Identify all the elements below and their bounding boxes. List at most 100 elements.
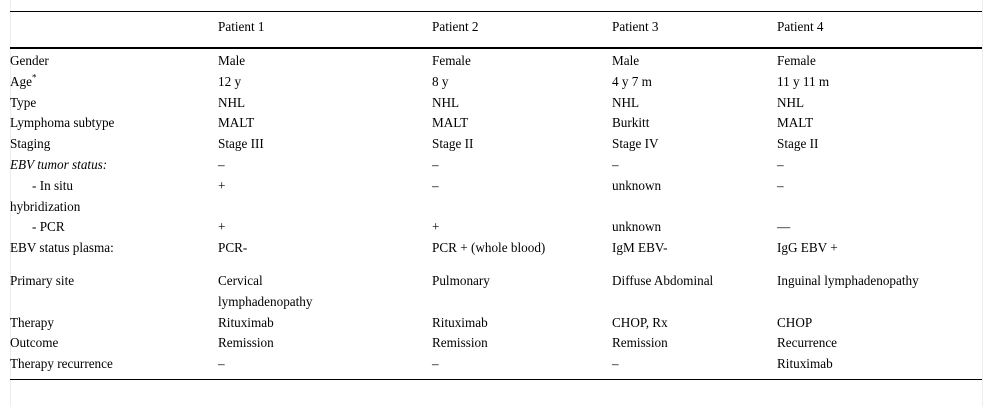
cell-gender-patient-2: Female: [432, 53, 471, 68]
cell-ebv-plasma-patient-1-text: PCR-: [218, 240, 248, 256]
spacer-cell-label: [10, 259, 218, 271]
cell-in-situ-patient-2: –: [432, 177, 439, 193]
row-label-type: Type: [10, 94, 37, 110]
row-label-therapy: Therapy: [10, 314, 54, 330]
cell-primary-site-patient-3: Diffuse Abdominal: [612, 272, 714, 288]
row-label-age: Age*: [10, 72, 218, 93]
cell-therapy-recurrence-patient-2: –: [432, 354, 612, 380]
row-label-lymphoma-subtype: Lymphoma subtype: [10, 115, 115, 131]
cell-pcr-patient-3: unknown: [612, 219, 662, 235]
cell-therapy-patient-4: CHOP: [777, 314, 813, 330]
cell-therapy-recurrence-patient-4: Rituximab: [777, 354, 982, 380]
cell-ebv-tumor-status-patient-2: –: [432, 156, 439, 172]
cell-subtype-patient-4: MALT: [777, 115, 814, 131]
cell-age-patient-2: 8 y: [432, 73, 449, 89]
spacer-cell-patient-4: [777, 259, 982, 271]
page-frame-left-line: [10, 0, 11, 407]
table-row-pcr: - PCR + + unknown —: [10, 217, 982, 238]
spacer-cell-patient-2: [432, 259, 612, 271]
cell-primary-site-patient-2: Pulmonary: [432, 272, 490, 288]
cell-in-situ-patient-4: –: [777, 177, 784, 193]
row-label-staging: Staging: [10, 136, 51, 152]
cell-pcr-patient-4: —: [777, 219, 791, 235]
row-label-in-situ-hybridization-text: - In situ hybridization: [10, 177, 81, 214]
cell-staging-patient-3: Stage IV: [612, 136, 659, 152]
cell-ebv-plasma-patient-1: PCR-: [218, 238, 432, 259]
cell-age-patient-1: 12 y: [218, 73, 242, 89]
row-label-ebv-status-plasma: EBV status plasma:: [10, 240, 114, 256]
column-header-patient-1: Patient 1: [218, 11, 432, 49]
cell-staging-patient-4: Stage II: [777, 136, 819, 152]
cell-primary-site-patient-1-text: Cervical lymphadenopathy: [218, 272, 313, 309]
age-footnote-marker: *: [31, 72, 37, 83]
spacer-cell-patient-3: [612, 259, 777, 271]
cell-type-patient-3: NHL: [612, 94, 640, 110]
cell-in-situ-patient-1: +: [218, 177, 226, 193]
table-row-type: Type NHL NHL NHL NHL: [10, 93, 982, 114]
table-row-in-situ-hybridization: - In situ hybridization + – unknown –: [10, 176, 982, 218]
row-label-pcr: - PCR: [10, 217, 218, 238]
row-label-outcome: Outcome: [10, 335, 59, 351]
cell-subtype-patient-1: MALT: [218, 115, 255, 131]
row-label-primary-site: Primary site: [10, 272, 75, 288]
cell-gender-patient-3: Male: [612, 53, 640, 68]
cell-primary-site-patient-4: Inguinal lymphadenopathy: [777, 272, 919, 288]
cell-age-patient-3: 4 y 7 m: [612, 73, 652, 89]
table-row-gender: Gender Male Female Male Female: [10, 48, 982, 72]
cell-staging-patient-2: Stage II: [432, 136, 474, 152]
cell-ebv-plasma-patient-2-text: PCR + (whole blood): [432, 240, 546, 256]
page-frame-right-line: [982, 0, 983, 407]
cell-ebv-tumor-status-patient-1: –: [218, 156, 225, 172]
cell-age-patient-4: 11 y 11 m: [777, 73, 830, 89]
table-row-therapy: Therapy Rituximab Rituximab CHOP, Rx CHO…: [10, 313, 982, 334]
row-label-therapy-recurrence: Therapy recurrence: [10, 354, 218, 380]
table-body: Gender Male Female Male Female Age* 12 y…: [10, 48, 982, 380]
cell-pcr-patient-2: +: [432, 219, 440, 235]
table-header: Patient 1 Patient 2 Patient 3 Patient 4: [10, 11, 982, 49]
cell-ebv-plasma-patient-4: IgG EBV +: [777, 240, 838, 256]
column-header-patient-3: Patient 3: [612, 11, 777, 49]
column-header-patient-4: Patient 4: [777, 11, 982, 49]
row-label-age-text: Age: [10, 73, 32, 89]
cell-gender-patient-1: Male: [218, 53, 246, 68]
cell-outcome-patient-3: Remission: [612, 335, 668, 351]
cell-ebv-plasma-patient-2: PCR + (whole blood): [432, 238, 612, 259]
table-row-outcome: Outcome Remission Remission Remission Re…: [10, 333, 982, 354]
cell-ebv-tumor-status-patient-3: –: [612, 156, 619, 172]
row-label-in-situ-hybridization: - In situ hybridization: [10, 176, 218, 218]
cell-outcome-patient-4: Recurrence: [777, 335, 838, 351]
table-header-row: Patient 1 Patient 2 Patient 3 Patient 4: [10, 11, 982, 49]
row-label-ebv-tumor-status: EBV tumor status:: [10, 156, 108, 172]
cell-therapy-recurrence-patient-1: –: [218, 354, 432, 380]
patient-characteristics-table: Patient 1 Patient 2 Patient 3 Patient 4 …: [10, 11, 982, 380]
cell-outcome-patient-2: Remission: [432, 335, 488, 351]
cell-subtype-patient-3: Burkitt: [612, 115, 650, 131]
cell-therapy-patient-1: Rituximab: [218, 314, 274, 330]
cell-staging-patient-1: Stage III: [218, 136, 264, 152]
patient-characteristics-table-wrapper: Patient 1 Patient 2 Patient 3 Patient 4 …: [10, 11, 982, 380]
cell-outcome-patient-1: Remission: [218, 335, 274, 351]
table-row-primary-site: Primary site Cervical lymphadenopathy Pu…: [10, 271, 982, 313]
cell-ebv-plasma-patient-3: IgM EBV-: [612, 240, 668, 256]
cell-type-patient-1: NHL: [218, 94, 246, 110]
cell-subtype-patient-2: MALT: [432, 115, 469, 131]
row-label-gender: Gender: [10, 53, 49, 68]
row-label-pcr-text: - PCR: [32, 219, 65, 235]
table-row-age: Age* 12 y 8 y 4 y 7 m 11 y 11 m: [10, 72, 982, 93]
table-row-lymphoma-subtype: Lymphoma subtype MALT MALT Burkitt MALT: [10, 113, 982, 134]
column-header-patient-2: Patient 2: [432, 11, 612, 49]
cell-in-situ-patient-3: unknown: [612, 177, 662, 193]
table-row-ebv-tumor-status: EBV tumor status: – – – –: [10, 155, 982, 176]
cell-gender-patient-4: Female: [777, 53, 816, 68]
cell-therapy-patient-3: CHOP, Rx: [612, 314, 668, 330]
cell-type-patient-4: NHL: [777, 94, 805, 110]
cell-pcr-patient-1: +: [218, 219, 226, 235]
cell-type-patient-2: NHL: [432, 94, 460, 110]
table-row-staging: Staging Stage III Stage II Stage IV Stag…: [10, 134, 982, 155]
cell-therapy-recurrence-patient-3: –: [612, 354, 777, 380]
table-spacer-row: [10, 259, 982, 271]
cell-primary-site-patient-1: Cervical lymphadenopathy: [218, 271, 432, 313]
spacer-cell-patient-1: [218, 259, 432, 271]
cell-ebv-tumor-status-patient-4: –: [777, 156, 784, 172]
